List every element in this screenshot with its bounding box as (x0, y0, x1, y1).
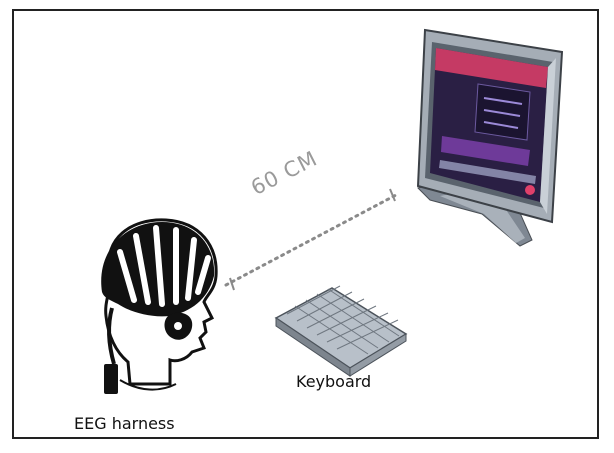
monitor-icon (416, 28, 564, 247)
keyboard-icon (274, 285, 408, 377)
keyboard-label: Keyboard (296, 372, 372, 391)
eeg-harness-label: EEG harness (74, 414, 175, 433)
head-with-eeg-cap-icon (101, 218, 218, 394)
distance-line (224, 188, 398, 291)
